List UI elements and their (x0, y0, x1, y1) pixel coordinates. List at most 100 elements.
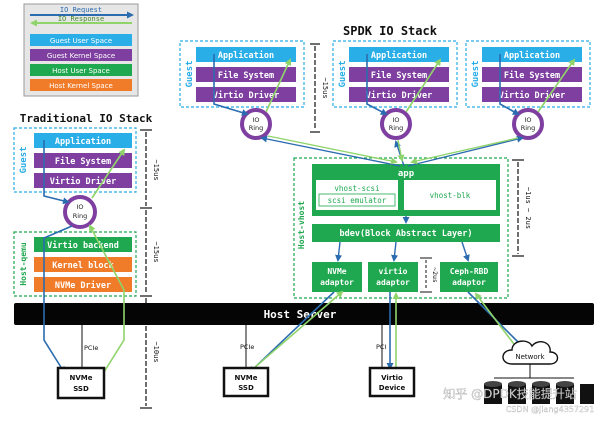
io-ring (380, 108, 412, 140)
kernel-block-label: Kernel block (52, 261, 113, 271)
nvme-ssd-label-bottom: SSD (73, 385, 89, 393)
vhost-blk-box (404, 180, 496, 210)
vhost-scsi-label: vhost-scsi (334, 184, 379, 193)
scsi-emulator-label: scsi emulator (328, 196, 387, 205)
nvme-ssd-icon (56, 366, 106, 400)
application-label: Application (371, 50, 427, 61)
virtio-backend-label: Virtio backend (47, 240, 119, 251)
traditional-nvme-ssd: PCIe NVMe SSD (56, 325, 106, 400)
io-ring-label-top: IO (76, 203, 83, 211)
traditional-io-ring: IO Ring (63, 195, 97, 229)
vhost-timing: ~1us ~ 2us (524, 187, 532, 229)
guest-label: Guest (185, 60, 195, 87)
legend-guest-kernel-swatch (30, 49, 132, 61)
bdev-box (312, 224, 500, 242)
watermark-sub: CSDN @jiang4357291 (506, 405, 594, 414)
application-box (482, 47, 582, 62)
traditional-timing-brackets: ~15us ~15us ~10us (140, 129, 160, 409)
io-ring-label-bottom: Ring (389, 124, 404, 132)
ceph-rbd-adaptor-label-top: Ceph-RBD (450, 267, 489, 276)
nvme-ssd-label-top: NVMe (235, 374, 258, 382)
nvme-ssd-label-bottom: SSD (238, 384, 254, 392)
spdk-guest-vm-2: Guest Application File System Virtio Dri… (332, 40, 458, 140)
legend-io-response: IO Response (58, 15, 104, 23)
guest-label: Guest (471, 60, 481, 87)
kernel-block-box (34, 257, 132, 272)
virtio-device: PCI Virtio Device (368, 325, 416, 398)
nvme-adaptor-box (312, 262, 362, 292)
virtio-adaptor-label-bottom: adaptor (376, 278, 410, 287)
bdev-label: bdev(Block Abstract Layer) (339, 229, 472, 239)
io-ring (240, 108, 272, 140)
vhost-timing-brackets: ~1us ~ 2us ~2us (420, 159, 532, 293)
vhost-scsi-box (316, 180, 398, 210)
virtio-driver-box (349, 87, 449, 102)
pcie-label: PCIe (84, 344, 98, 352)
network-storage: Network (484, 340, 594, 404)
virtio-driver-label: Virtio Driver (366, 90, 433, 101)
virtio-device-label-top: Virtio (381, 374, 403, 382)
watermark-main: 知乎 @DPDK技能提升站 (443, 386, 576, 401)
io-ring-label-top: IO (524, 116, 531, 124)
io-ring-label-bottom: Ring (521, 124, 536, 132)
io-ring (512, 108, 544, 140)
virtio-device-label-bottom: Device (379, 384, 406, 392)
host-server-label: Host Server (264, 308, 337, 321)
legend-host-kernel-space: Host Kernel Space (49, 82, 113, 90)
traditional-kernel-timing: ~10us (152, 341, 160, 362)
virtio-adaptor-box (368, 262, 418, 292)
legend-io-request: IO Request (60, 6, 102, 14)
virtio-backend-box (34, 237, 132, 252)
application-box (196, 47, 296, 62)
legend: IO Request IO Response Guest User Space … (23, 3, 139, 97)
spdk-stack-title: SPDK IO Stack (343, 24, 438, 38)
virtio-adaptor-label-top: virtio (379, 266, 408, 276)
file-system-label: File System (504, 70, 560, 81)
file-system-label: File System (218, 70, 274, 81)
adaptor-timing: ~2us (431, 267, 439, 283)
application-label: Application (55, 136, 111, 147)
host-vhost: Host-vhost app vhost-scsi scsi emulator … (293, 157, 509, 299)
traditional-guest: Guest Application File System Virtio Dri… (13, 127, 137, 193)
file-system-label: File System (55, 156, 111, 167)
nvme-ssd-label-top: NVMe (70, 374, 93, 382)
application-box (349, 47, 449, 62)
nvme-adaptor-label-bottom: adaptor (320, 278, 354, 287)
file-system-box (196, 67, 296, 82)
guest-label: Guest (19, 146, 29, 173)
scsi-emulator-box (318, 193, 396, 207)
network-label: Network (515, 353, 545, 361)
spdk-guest-vm-1: Guest Application File System Virtio Dri… (179, 40, 305, 140)
traditional-stack-title: Traditional IO Stack (20, 112, 153, 125)
virtio-driver-box (196, 87, 296, 102)
guest-timing: ~15us (321, 77, 329, 98)
virtio-driver-label: Virtio Driver (213, 90, 280, 101)
host-qemu: Host-qemu Virtio backend Kernel block NV… (13, 231, 137, 297)
virtio-device-icon (368, 366, 416, 398)
legend-host-user-swatch (30, 64, 132, 76)
ceph-rbd-adaptor-box (440, 262, 498, 292)
legend-host-user-space: Host User Space (52, 67, 110, 75)
nvme-driver-label: NVMe Driver (55, 280, 111, 291)
traditional-guest-timing: ~15us (152, 159, 160, 180)
traditional-qemu-timing: ~15us (152, 241, 160, 262)
guest-label: Guest (338, 60, 348, 87)
virtio-driver-label: Virtio Driver (499, 90, 566, 101)
nvme-ssd-icon (222, 366, 270, 398)
io-ring-label-bottom: Ring (249, 124, 264, 132)
pcie-label: PCIe (240, 343, 254, 351)
spdk-nvme-ssd: PCIe NVMe SSD (222, 325, 270, 398)
pci-label: PCI (376, 343, 386, 351)
host-vhost-label: Host-vhost (297, 201, 306, 249)
legend-guest-user-space: Guest User Space (50, 37, 112, 45)
nvme-driver-box (34, 277, 132, 292)
legend-guest-kernel-space: Guest Kernel Space (47, 52, 115, 60)
virtio-driver-box (482, 87, 582, 102)
guest-timing-bracket: ~15us (310, 43, 329, 133)
vhost-blk-label: vhost-blk (430, 191, 471, 200)
application-box (34, 133, 132, 148)
virtio-driver-box (34, 173, 132, 188)
virtio-driver-label: Virtio Driver (50, 176, 117, 187)
spdk-guest-vm-3: Guest Application File System Virtio Dri… (465, 40, 591, 140)
